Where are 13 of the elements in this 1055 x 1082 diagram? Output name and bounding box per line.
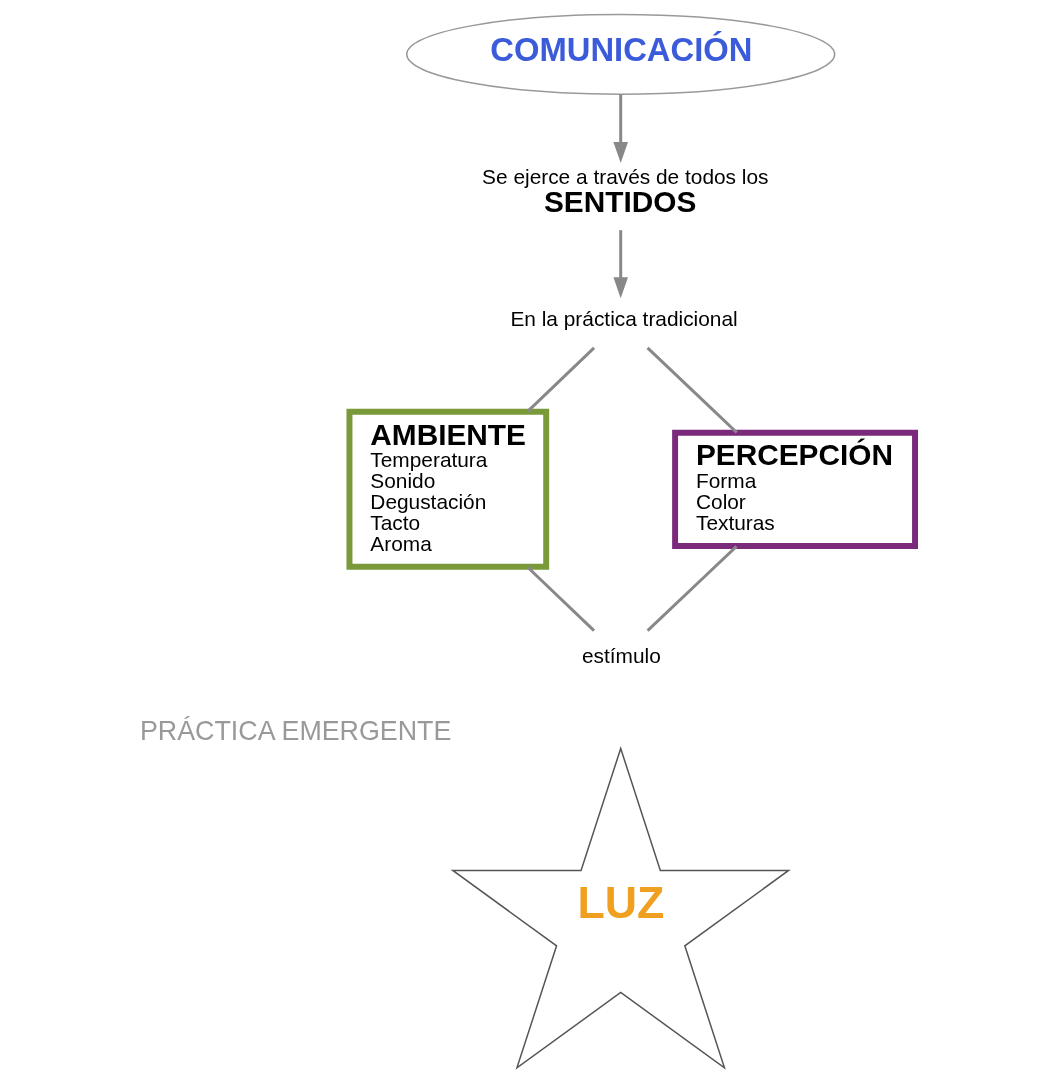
node-text: En la práctica tradicional bbox=[510, 307, 738, 331]
node-box: PERCEPCIÓN Forma Color Texturas bbox=[672, 429, 918, 549]
node-text: Se ejerce a través de todos los SENTIDOS bbox=[482, 165, 769, 219]
node-label: PRÁCTICA EMERGENTE bbox=[139, 716, 452, 747]
connector bbox=[526, 566, 596, 632]
connector bbox=[646, 346, 738, 434]
node-box: AMBIENTE Temperatura Sonido Degustación Tacto Aroma bbox=[346, 408, 550, 570]
connector bbox=[646, 545, 738, 632]
arrow bbox=[613, 94, 629, 163]
arrow bbox=[613, 230, 629, 299]
connector bbox=[526, 346, 596, 413]
node-ellipse: COMUNICACIÓN bbox=[405, 13, 836, 95]
node-text: estímulo bbox=[581, 644, 661, 668]
